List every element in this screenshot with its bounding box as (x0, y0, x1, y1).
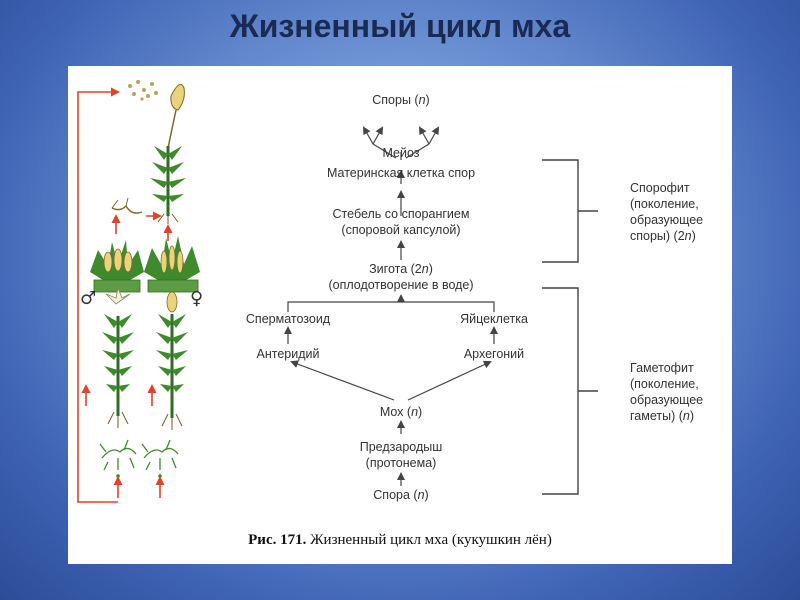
figure-caption-text: Жизненный цикл мха (кукушкин лён) (310, 532, 552, 548)
gametophyte-description: Гаметофит (поколение, образующее гаметы)… (630, 361, 703, 423)
sporophyte-label-0: Спорофит (630, 181, 690, 195)
gametophyte-label-3: гаметы) (n) (630, 409, 694, 423)
gametophyte-label-1: (поколение, (630, 377, 699, 391)
spores-label: Споры (n) (372, 93, 429, 107)
female-gametophyte (156, 291, 188, 430)
slide-title: Жизненный цикл мха (229, 8, 571, 44)
sporophyte-description: Спорофит (поколение, образующее споры) (… (630, 181, 703, 243)
protonema-left (99, 439, 137, 471)
figure-number: Рис. 171. (248, 532, 307, 548)
flow-labels: Споры (n) Мейоз Материнская клетка спор … (246, 93, 528, 502)
meiosis-label: Мейоз (382, 146, 419, 160)
zygote-label-line2: (оплодотворение в воде) (328, 278, 473, 292)
archegonium-label: Архегоний (464, 347, 524, 361)
stalk-label-line1: Стебель со спорангием (333, 207, 470, 221)
figure-caption: Рис. 171. Жизненный цикл мха (кукушкин л… (68, 532, 732, 549)
zygote-sprouts (111, 197, 162, 221)
cycle-return-arrow (77, 87, 120, 503)
egg-label: Яйцеклетка (460, 312, 528, 326)
spore-label: Спора (n) (373, 488, 428, 502)
gametophyte-label-2: образующее (630, 393, 703, 407)
protonema-label-line2: (протонема) (366, 456, 437, 470)
moss-label: Мох (n) (380, 405, 422, 419)
gametophyte-bracket (542, 287, 598, 495)
protonema-label-line1: Предзародыш (360, 440, 443, 454)
spore-dots (128, 80, 158, 101)
sporophyte-plant (150, 83, 186, 224)
moss-illustration: ♂ ♀ (77, 80, 203, 503)
female-symbol: ♀ (190, 288, 203, 309)
sporophyte-label-3: споры) (2n) (630, 229, 696, 243)
gametophyte-label-0: Гаметофит (630, 361, 694, 375)
male-symbol: ♂ (80, 288, 96, 309)
mother-cell-label: Материнская клетка спор (327, 166, 475, 180)
zygote-label-line1: Зигота (2n) (369, 262, 433, 276)
life-cycle-diagram: ♂ ♀ (77, 80, 703, 503)
male-gametophyte (102, 286, 134, 428)
male-rosette (90, 240, 144, 293)
antheridium-label: Антеридий (257, 347, 320, 361)
figure-panel: ♂ ♀ (68, 66, 732, 564)
sporophyte-label-2: образующее (630, 213, 703, 227)
stalk-label-line2: (споровой капсулой) (341, 223, 460, 237)
spermatozoid-label: Сперматозоид (246, 312, 331, 326)
sporophyte-bracket (542, 159, 598, 263)
protonema-right (141, 439, 179, 471)
female-rosette (144, 236, 200, 293)
sporophyte-label-1: (поколение, (630, 197, 699, 211)
flow-arrows (284, 126, 498, 486)
